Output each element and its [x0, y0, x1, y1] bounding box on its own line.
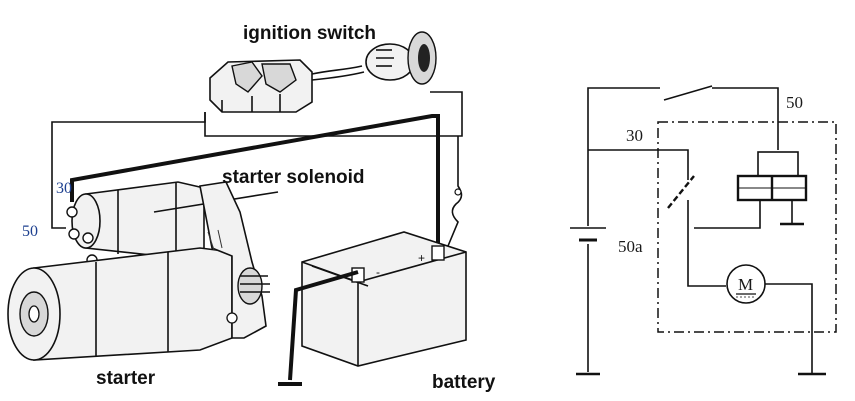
solenoid-coil	[694, 151, 808, 229]
starter-label: starter	[96, 368, 156, 389]
ignition-switch-label: ignition switch	[243, 23, 376, 44]
pictorial-illustration: ignition switch starter solenoid 30 50	[7, 23, 496, 393]
solenoid-enclosure	[657, 121, 837, 333]
circuit-schematic: M 30 50 50a	[570, 85, 837, 376]
starter-solenoid: starter solenoid 30 50	[22, 167, 365, 266]
battery-symbol	[570, 226, 606, 244]
schematic-terminal-50-label: 50	[786, 93, 803, 112]
battery-minus-label: -	[376, 265, 380, 279]
starter-solenoid-label: starter solenoid	[222, 167, 365, 188]
ignition-switch-contact	[663, 85, 713, 101]
battery-label: battery	[432, 372, 496, 393]
motor-symbol: M	[726, 264, 826, 376]
battery: - + battery	[278, 231, 496, 393]
ignition-switch: ignition switch	[209, 23, 437, 113]
starter-motor: starter	[7, 181, 270, 389]
motor-label: M	[738, 275, 753, 294]
schematic-terminal-30-label: 30	[626, 126, 643, 145]
terminal-30-label: 30	[56, 180, 72, 197]
battery-plus-label: +	[418, 251, 425, 265]
main-contact	[667, 168, 726, 287]
wiring-harness	[51, 91, 463, 252]
schematic-terminal-50a-label: 50a	[618, 237, 643, 256]
terminal-50-label: 50	[22, 223, 38, 240]
